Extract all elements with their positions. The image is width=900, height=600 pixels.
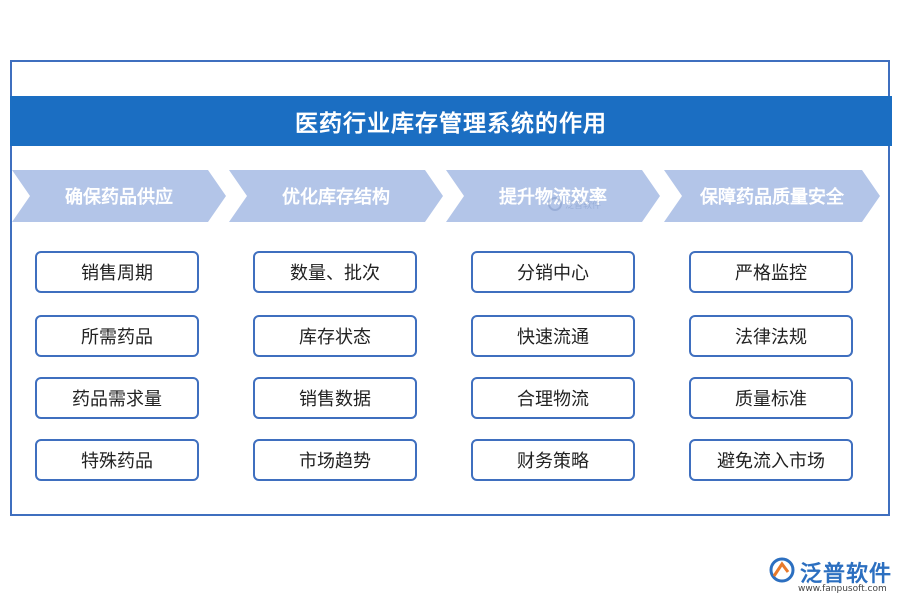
item-logistics-4: 财务策略 bbox=[471, 439, 635, 481]
column-heading-4: 保障药品质量安全 bbox=[700, 187, 844, 208]
item-logistics-1: 分销中心 bbox=[471, 251, 635, 293]
item-supply-4: 特殊药品 bbox=[35, 439, 199, 481]
item-logistics-3: 合理物流 bbox=[471, 377, 635, 419]
title-bar: 医药行业库存管理系统的作用 bbox=[10, 96, 892, 146]
item-quality-1: 严格监控 bbox=[689, 251, 853, 293]
column-heading-1: 确保药品供应 bbox=[65, 187, 173, 208]
item-supply-2: 所需药品 bbox=[35, 315, 199, 357]
item-supply-1: 销售周期 bbox=[35, 251, 199, 293]
item-structure-4: 市场趋势 bbox=[253, 439, 417, 481]
item-quality-3: 质量标准 bbox=[689, 377, 853, 419]
watermark-text: 泛普软件 bbox=[565, 200, 602, 211]
watermark-logo-icon bbox=[548, 197, 562, 211]
brand-url: www.fanpusoft.com bbox=[798, 584, 887, 594]
item-structure-2: 库存状态 bbox=[253, 315, 417, 357]
item-structure-1: 数量、批次 bbox=[253, 251, 417, 293]
item-structure-3: 销售数据 bbox=[253, 377, 417, 419]
item-logistics-2: 快速流通 bbox=[471, 315, 635, 357]
column-heading-2: 优化库存结构 bbox=[282, 187, 390, 208]
brand-logo: 泛普软件 www.fanpusoft.com bbox=[768, 556, 894, 596]
item-quality-4: 避免流入市场 bbox=[689, 439, 853, 481]
item-supply-3: 药品需求量 bbox=[35, 377, 199, 419]
diagram-title: 医药行业库存管理系统的作用 bbox=[295, 110, 607, 137]
brand-name: 泛普软件 bbox=[800, 562, 893, 587]
brand-logo-icon bbox=[769, 557, 795, 583]
item-quality-2: 法律法规 bbox=[689, 315, 853, 357]
watermark: 泛普软件 bbox=[548, 192, 628, 216]
